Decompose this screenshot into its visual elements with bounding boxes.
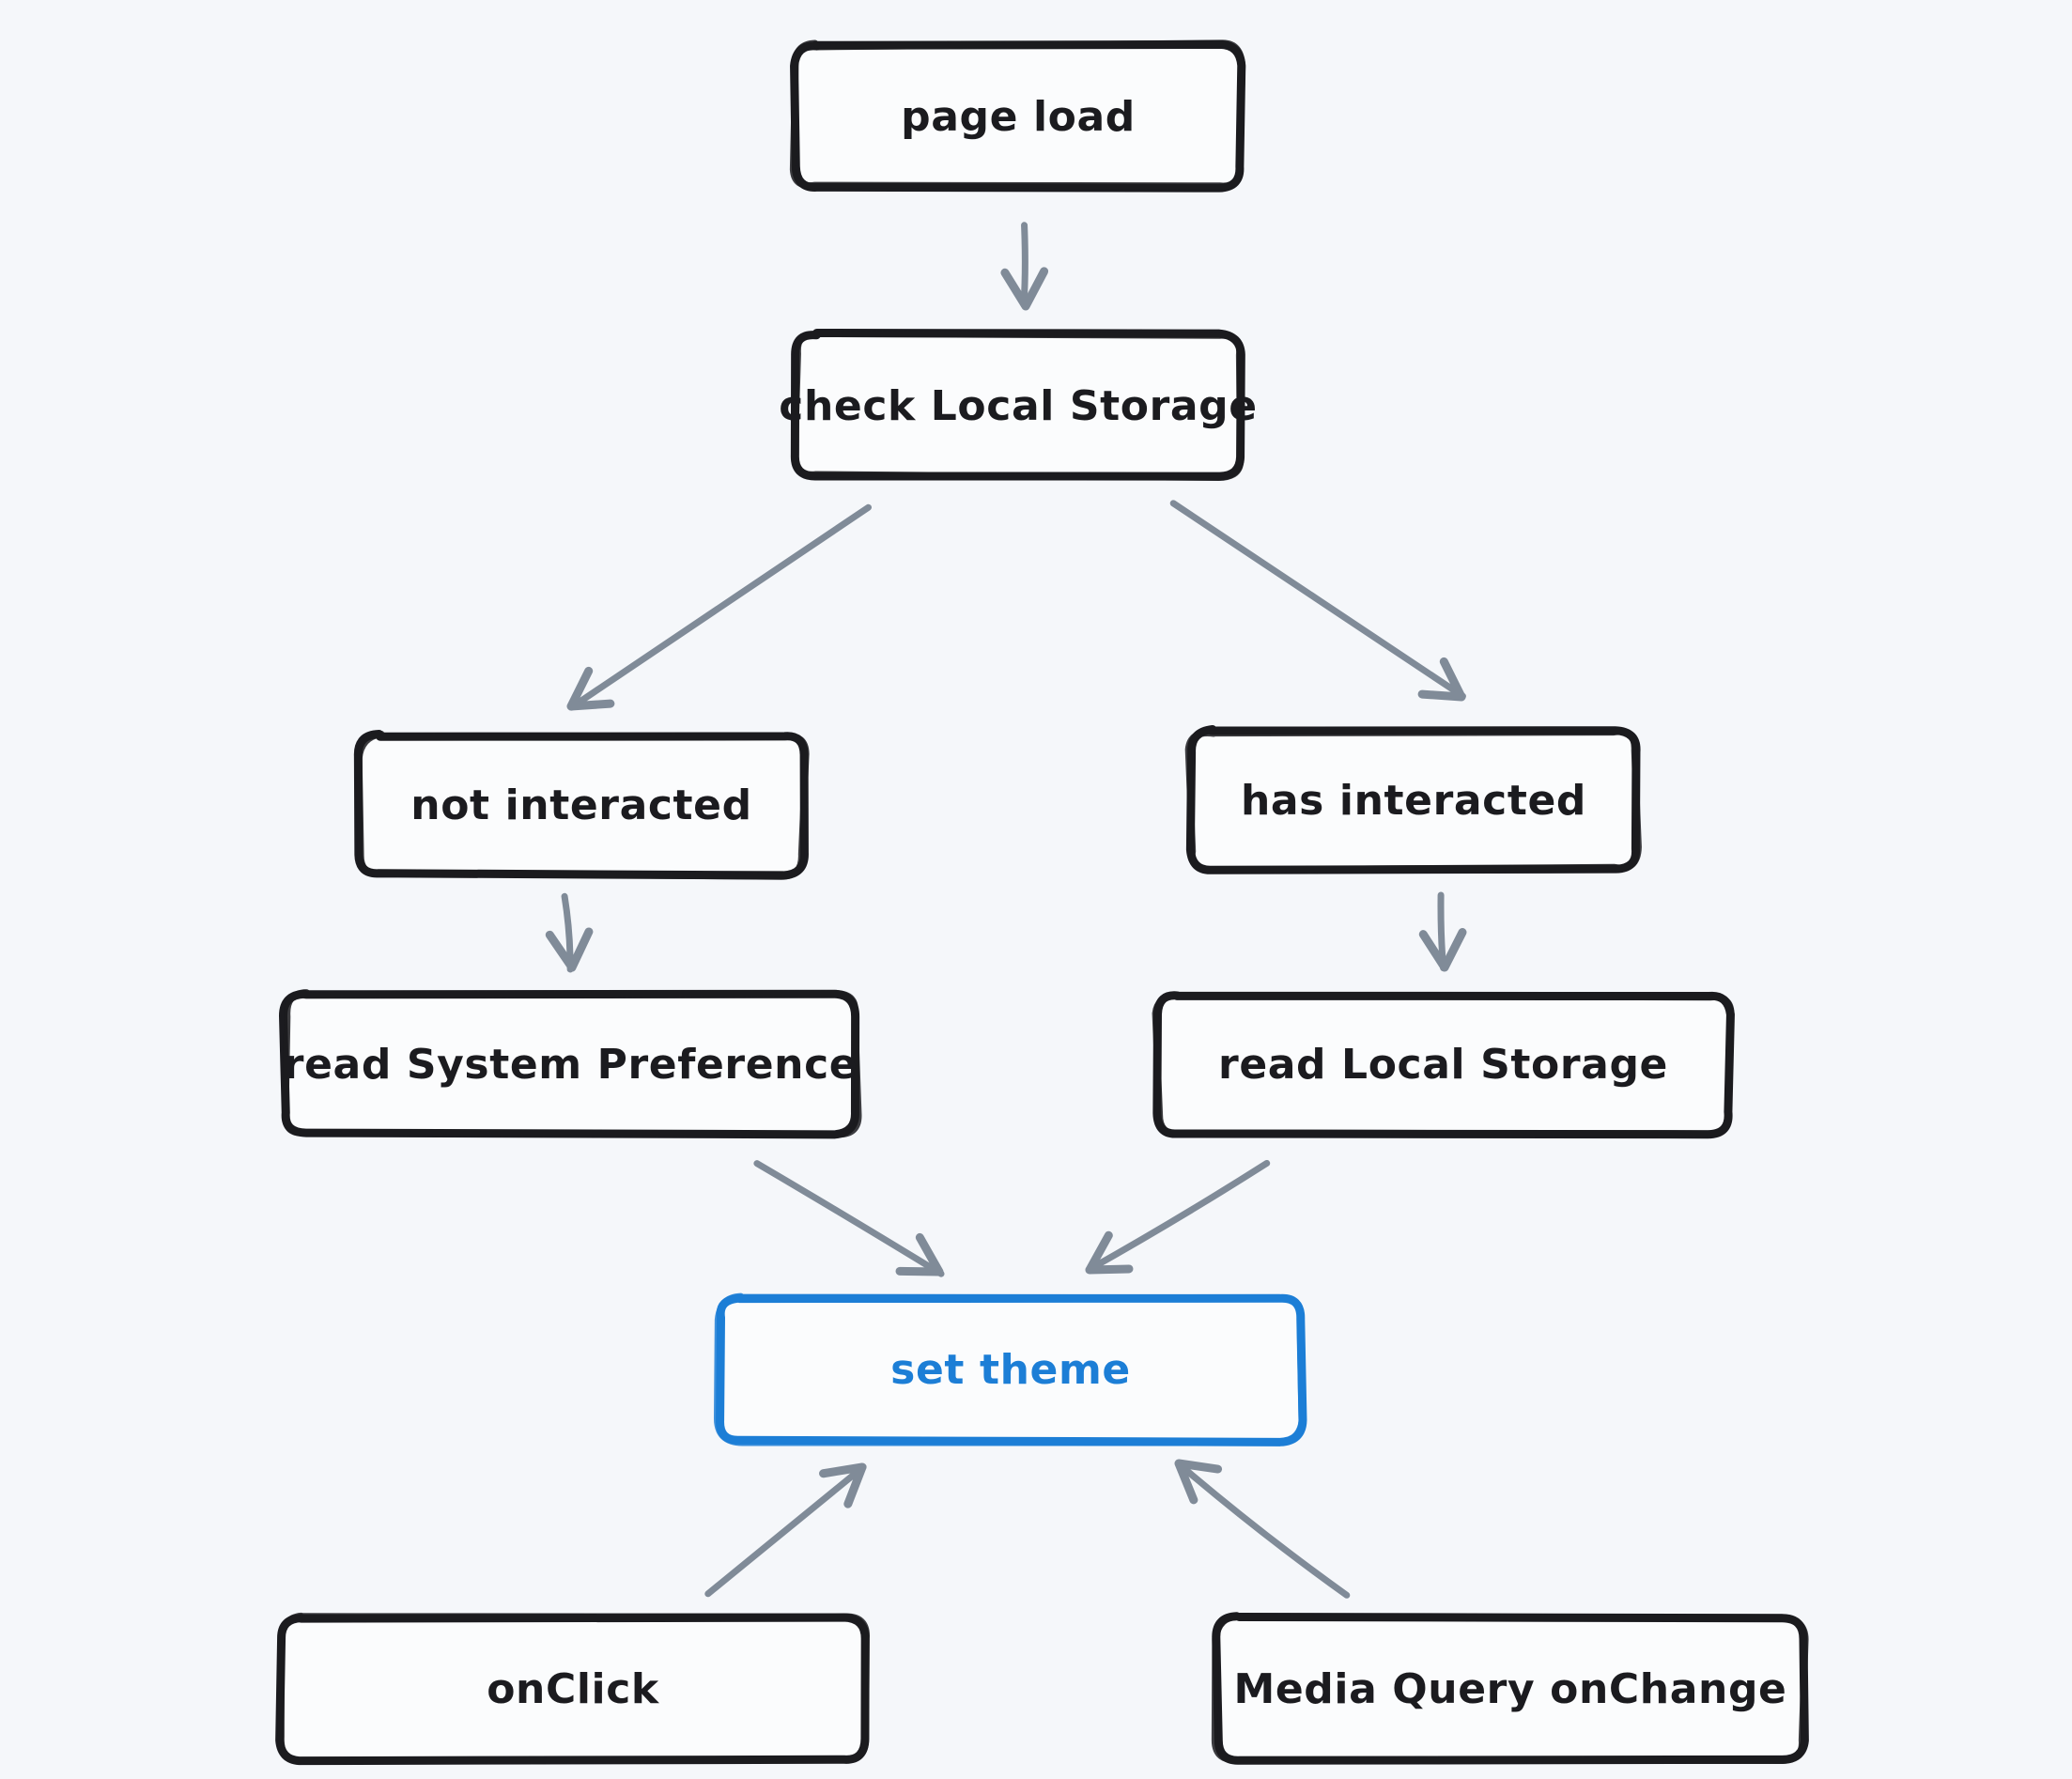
nodes-layer: [275, 39, 1809, 1766]
node-outline: [713, 1292, 1306, 1446]
node-hit-media-query-onchange[interactable]: [1217, 1617, 1803, 1760]
edge-arrow: [1174, 1459, 1351, 1599]
arrowhead-icon: [1000, 267, 1049, 311]
node-outline: [789, 39, 1246, 190]
edges-layer: [545, 222, 1467, 1599]
node-outline: [791, 330, 1245, 481]
node-hit-set-theme[interactable]: [719, 1298, 1302, 1441]
edge-shaft: [1169, 500, 1466, 700]
arrowhead-icon: [819, 1462, 867, 1508]
node-hit-read-local-storage[interactable]: [1157, 995, 1729, 1134]
node-read-system-preference[interactable]: [279, 989, 862, 1139]
arrowhead-icon: [895, 1232, 944, 1276]
arrowhead-icon: [1417, 657, 1466, 702]
node-media-query-onchange[interactable]: [1211, 1612, 1809, 1765]
edge-arrow: [753, 1160, 945, 1277]
node-outline: [355, 731, 810, 880]
node-fill: [1216, 1617, 1803, 1760]
edge-arrow: [1085, 1159, 1271, 1275]
node-fill: [1190, 730, 1637, 871]
arrowhead-icon: [545, 927, 594, 972]
arrowhead-icon: [1174, 1459, 1223, 1505]
node-has-interacted[interactable]: [1184, 724, 1642, 874]
node-check-local-storage[interactable]: [790, 328, 1245, 481]
node-fill: [359, 735, 805, 874]
node-fill: [1156, 994, 1729, 1135]
arrowhead-icon: [1085, 1230, 1134, 1275]
node-hit-page-load[interactable]: [796, 45, 1241, 188]
node-outline: [1184, 728, 1642, 874]
edge-arrow: [1169, 500, 1466, 702]
edge-shaft: [1085, 1159, 1271, 1274]
node-outline: [1211, 1614, 1809, 1764]
edge-shaft: [704, 1463, 867, 1598]
node-hit-check-local-storage[interactable]: [796, 334, 1241, 477]
edge-arrow: [1418, 891, 1467, 972]
node-outline: [282, 989, 862, 1138]
node-hit-has-interacted[interactable]: [1191, 731, 1636, 870]
node-fill: [796, 333, 1241, 478]
node-read-local-storage[interactable]: [1152, 991, 1735, 1139]
edge-shaft: [753, 1160, 945, 1277]
node-not-interacted[interactable]: [353, 730, 810, 880]
node-outline: [1152, 992, 1735, 1137]
node-fill: [719, 1297, 1303, 1442]
edge-shaft: [1020, 222, 1028, 309]
edge-arrow: [566, 503, 872, 711]
node-fill: [279, 1617, 866, 1761]
edge-shaft: [1174, 1460, 1351, 1599]
node-on-click[interactable]: [275, 1612, 870, 1766]
node-set-theme[interactable]: [713, 1292, 1307, 1446]
edge-arrow: [545, 892, 594, 973]
arrowhead-icon: [1418, 928, 1467, 972]
node-page-load[interactable]: [789, 39, 1246, 193]
node-fill: [285, 994, 857, 1135]
arrowhead-icon: [566, 666, 615, 711]
edge-arrow: [704, 1462, 867, 1598]
node-hit-not-interacted[interactable]: [359, 735, 804, 874]
node-hit-on-click[interactable]: [280, 1617, 866, 1760]
node-outline: [277, 1612, 870, 1765]
node-fill: [795, 44, 1242, 188]
edge-shaft: [567, 503, 872, 711]
edge-arrow: [1000, 222, 1049, 311]
node-hit-read-system-preference[interactable]: [285, 995, 857, 1134]
